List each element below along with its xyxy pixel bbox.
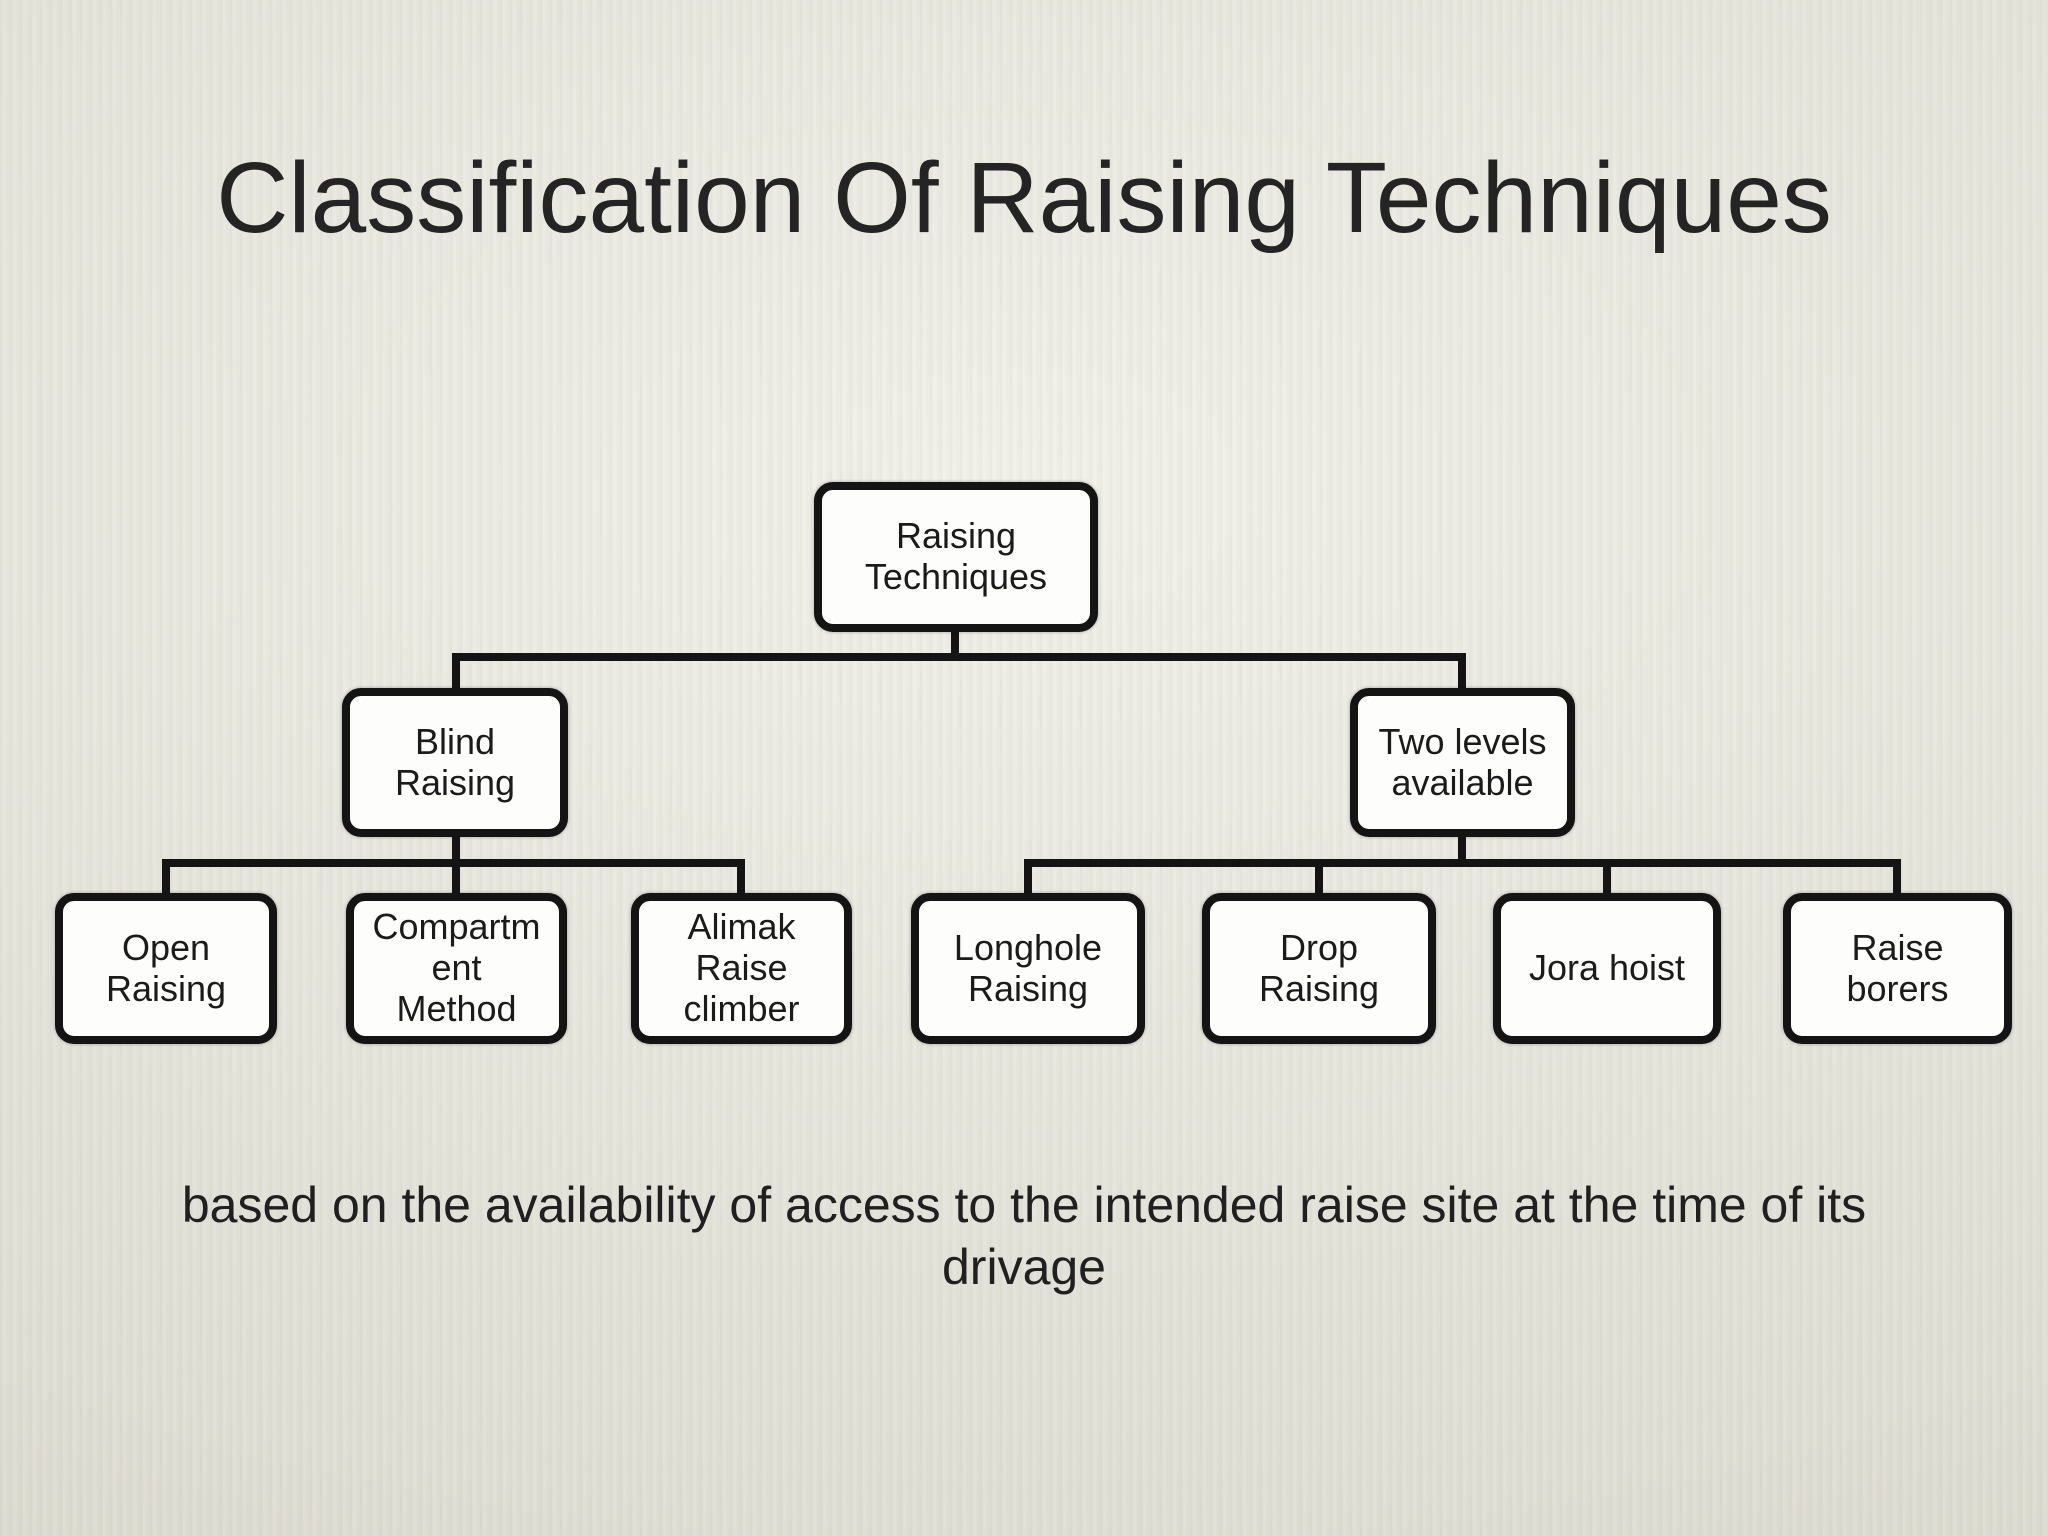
- node-blind-raising: Blind Raising: [342, 688, 568, 837]
- node-raising-techniques: Raising Techniques: [814, 482, 1098, 632]
- connector-to-blind-raising: [452, 655, 460, 696]
- connector-to-drop-raising: [1315, 861, 1323, 901]
- connector-to-compartment: [452, 861, 460, 901]
- connector-to-jora-hoist: [1603, 861, 1611, 901]
- node-jora-hoist: Jora hoist: [1493, 893, 1721, 1044]
- slide-caption: based on the availability of access to t…: [181, 1177, 1867, 1295]
- node-alimak-raise-climber: Alimak Raise climber: [631, 893, 852, 1044]
- connector-to-two-levels: [1458, 655, 1466, 696]
- node-open-raising: Open Raising: [55, 893, 277, 1044]
- connector-to-open-raising: [162, 861, 170, 901]
- connector-two-levels-stub: [1458, 830, 1466, 867]
- node-compartment-method: Compartm ent Method: [346, 893, 567, 1044]
- connector-to-raise-borers: [1893, 861, 1901, 901]
- node-drop-raising: Drop Raising: [1202, 893, 1436, 1044]
- connector-right-horizontal: [1024, 859, 1901, 867]
- node-longhole-raising: Longhole Raising: [911, 893, 1145, 1044]
- connector-to-longhole: [1024, 861, 1032, 901]
- node-raise-borers: Raise borers: [1783, 893, 2012, 1044]
- connector-to-alimak: [737, 861, 745, 901]
- node-two-levels-available: Two levels available: [1350, 688, 1575, 837]
- slide-title: Classification Of Raising Techniques: [216, 142, 1832, 254]
- connector-level1-horizontal: [452, 653, 1466, 661]
- connector-root-stub: [951, 624, 959, 661]
- connector-blind-raising-stub: [452, 830, 460, 867]
